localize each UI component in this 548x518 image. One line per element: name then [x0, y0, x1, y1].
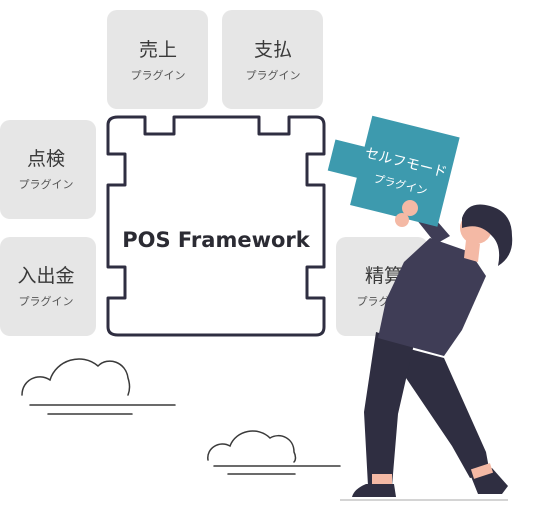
person-hand-low [395, 213, 409, 227]
plugin-tenken-name: 点検 [27, 148, 65, 170]
plugin-shiharai-box [222, 10, 323, 109]
pos-framework-core: POS Framework [106, 115, 326, 337]
plugin-seisan-name: 精算 [365, 265, 403, 287]
person-front-leg [364, 332, 414, 486]
plugin-nyushukkin: 入出金 プラグイン [0, 237, 96, 336]
plugin-tenken-box [0, 120, 96, 219]
person-hair [462, 204, 513, 266]
plugin-uriage-box [107, 10, 208, 109]
cloud-left-outline [21, 358, 131, 396]
person-hand-top [402, 200, 418, 216]
core-title: POS Framework [122, 228, 311, 252]
cloud-left [21, 358, 176, 415]
plugin-shiharai-sub: プラグイン [246, 68, 301, 82]
person-back-leg [402, 348, 490, 478]
cloud-right-outline [207, 430, 297, 463]
person-neck [464, 240, 480, 262]
person-torso [378, 238, 486, 356]
plugin-uriage-sub: プラグイン [131, 68, 186, 82]
person-back-ankle [470, 463, 494, 479]
plugin-shiharai: 支払 プラグイン [222, 10, 323, 109]
plugin-nyushukkin-box [0, 237, 96, 336]
core-puzzle-outline [106, 115, 326, 337]
person-hands [395, 200, 418, 227]
plugin-self-mode: セルフモード プラグイン [327, 115, 460, 227]
plugin-uriage: 売上 プラグイン [107, 10, 208, 109]
plugin-nyushukkin-sub: プラグイン [19, 294, 74, 308]
person-front-ankle [372, 474, 392, 484]
plugin-tenken: 点検 プラグイン [0, 120, 96, 219]
cloud-right [207, 430, 341, 475]
plugin-uriage-name: 売上 [139, 39, 177, 61]
person [352, 204, 513, 497]
plugin-tenken-sub: プラグイン [19, 177, 74, 191]
plugin-shiharai-name: 支払 [254, 39, 292, 61]
plugin-nyushukkin-name: 入出金 [17, 265, 74, 287]
person-front-shoe [352, 484, 396, 497]
self-mode-piece [327, 115, 460, 227]
